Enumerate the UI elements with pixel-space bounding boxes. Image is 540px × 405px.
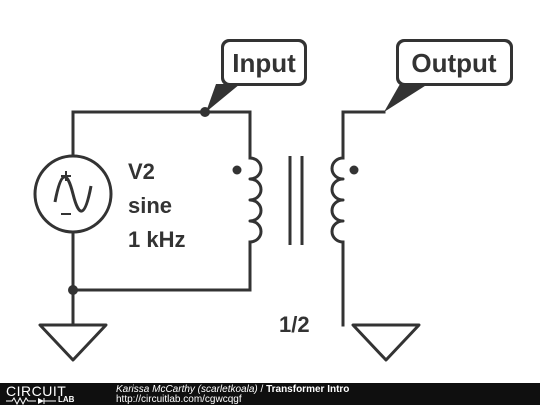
primary-coil-icon (248, 156, 263, 244)
credit-separator: / (257, 384, 267, 395)
turns-ratio-label: 1/2 (279, 312, 310, 337)
ground-icon (38, 323, 108, 362)
secondary-top-wire (341, 110, 386, 160)
primary-polarity-dot (232, 165, 242, 175)
sine-source-icon (33, 154, 113, 234)
logo-lab-text: LAB (58, 395, 75, 404)
secondary-coil-icon (330, 156, 345, 244)
ground-icon (351, 323, 421, 362)
circuit-schematic: Input Output V2 sine 1 kHz 1/2 (33, 39, 513, 362)
source-type-label: sine (128, 193, 172, 218)
output-tag-label: Output (411, 48, 497, 78)
primary-bottom-wire (71, 231, 252, 292)
credit-line: Karissa McCarthy (scarletkoala) / Transf… (116, 384, 349, 395)
footer-bar: CIRCUIT LAB Karissa McCarthy (scarletkoa… (0, 383, 540, 405)
logo-resistor-icon (6, 397, 56, 405)
circuitlab-logo: CIRCUIT LAB (6, 383, 94, 405)
logo-wordmark: CIRCUIT (6, 383, 67, 399)
input-tag: Input (206, 39, 307, 112)
circuit-url[interactable]: http://circuitlab.com/cgwcqgf (116, 394, 242, 405)
author-name[interactable]: Karissa McCarthy (scarletkoala) (116, 384, 258, 395)
circuit-title[interactable]: Transformer Intro (266, 384, 350, 395)
ground-junction-dot (68, 285, 78, 295)
input-tag-label: Input (232, 48, 296, 78)
secondary-polarity-dot (349, 165, 359, 175)
primary-top-wire (71, 110, 252, 160)
source-name-label: V2 (128, 159, 155, 184)
output-tag: Output (384, 39, 513, 112)
source-frequency-label: 1 kHz (128, 227, 185, 252)
